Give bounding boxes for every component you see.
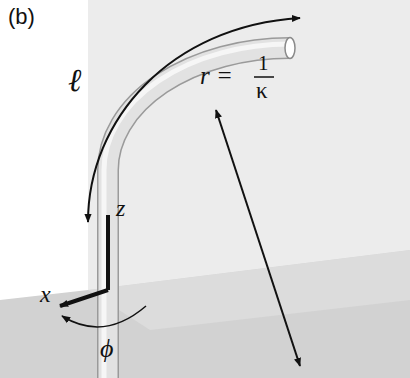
radius-arrow — [216, 110, 300, 366]
horizontal-plane — [0, 250, 410, 378]
tube-end — [285, 38, 295, 59]
fraction-numerator: 1 — [258, 53, 269, 74]
panel-letter: (b) — [8, 6, 35, 28]
phi-label: ϕ — [100, 336, 113, 362]
length-arrow — [88, 18, 300, 222]
fraction-bar — [254, 76, 274, 78]
z-axis-label: z — [116, 196, 125, 220]
curvature-symbol: κ — [256, 79, 268, 102]
x-axis — [60, 290, 108, 306]
radius-label: r = — [200, 63, 233, 88]
phi-arrow — [62, 306, 146, 327]
z-axis — [106, 215, 110, 290]
x-axis-label: x — [40, 282, 51, 306]
tube-highlight — [104, 44, 290, 378]
plane-shading — [88, 250, 410, 330]
length-symbol: ℓ — [68, 64, 81, 96]
